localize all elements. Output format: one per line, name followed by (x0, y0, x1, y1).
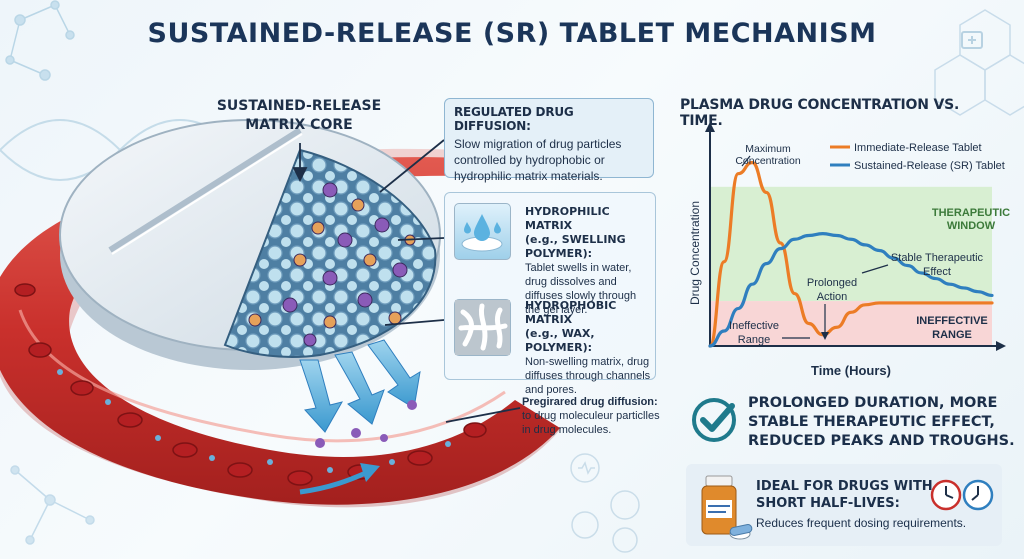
drug-particles-blood (57, 369, 451, 473)
half-life-title: IDEAL FOR DRUGS WITH SHORT HALF-LIVES: (756, 478, 933, 512)
x-axis-arrow (996, 341, 1006, 351)
hydrophilic-matrix-text: HYDROPHILIC MATRIX (e.g., SWELLING POLYM… (525, 205, 653, 317)
summary-block: PROLONGED DURATION, MORE STABLE THERAPEU… (690, 392, 1015, 454)
regulated-diffusion-text: Slow migration of drug particles control… (454, 137, 622, 183)
regulated-diffusion-title: REGULATED DRUG DIFFUSION: (454, 105, 574, 133)
matrix-core-label-line1: SUSTAINED-RELEASE (216, 98, 382, 114)
legend-label-0: Immediate-Release Tablet (854, 142, 982, 154)
hydrophilic-title: HYDROPHILIC MATRIX (525, 205, 610, 232)
annotation-stable-pointer (861, 264, 889, 274)
half-life-box: IDEAL FOR DRUGS WITH SHORT HALF-LIVES: R… (686, 464, 1002, 546)
ineffective-range-label: INEFFECTIVE (916, 315, 988, 327)
annotation-ineffective-1: Ineffective (729, 320, 779, 332)
annotation-max-pointer (741, 155, 751, 167)
y-axis-label: Drug Concentration (688, 201, 702, 305)
half-life-title-line2: SHORT HALF-LIVES: (756, 496, 900, 511)
tablet-illustration (0, 119, 560, 508)
summary-text: PROLONGED DURATION, MORE STABLE THERAPEU… (748, 395, 1015, 449)
molecule-icon (5, 0, 75, 81)
blood-flow-arrow (299, 469, 370, 495)
therapeutic-window-label: THERAPEUTIC (932, 207, 1010, 219)
molecule-icon (10, 465, 95, 545)
series-line-1 (708, 232, 994, 348)
checkmark-icon (692, 398, 736, 442)
medical-kit-icon (961, 31, 983, 49)
porous-matrix-icon (455, 300, 510, 355)
hydrophobic-matrix-text: HYDROPHOBIC MATRIX (e.g., WAX, POLYMER):… (525, 299, 653, 397)
diffusion-note-bold: Pregirared drug diffusion: (522, 396, 658, 408)
annotation-prolonged-arrow (821, 332, 829, 340)
hydrophilic-subtitle: (e.g., SWELLING POLYMER): (525, 233, 626, 260)
x-axis-label: Time (Hours) (811, 363, 891, 378)
region-1 (710, 301, 992, 346)
chart-title: PLASMA DRUG CONCENTRATION VS. TIME. (680, 97, 960, 129)
sr-tablet (59, 119, 441, 370)
annotation-stable-2: Effect (923, 266, 951, 278)
diffusion-note-text: to drug moleculeur particlles in drug mo… (522, 410, 660, 436)
medicine-bottle-icon (701, 475, 753, 540)
series-line-0 (708, 160, 994, 348)
annotation-ineffective-2: Range (738, 334, 770, 346)
hydrophilic-desc: Tablet swells in water, drug dissolves a… (525, 262, 637, 316)
hydrophilic-matrix-image (454, 203, 511, 260)
background-medical-icons (570, 453, 640, 553)
page-title: SUSTAINED-RELEASE (SR) TABLET MECHANISM (147, 18, 877, 49)
hydrophobic-title: HYDROPHOBIC MATRIX (525, 299, 617, 326)
half-life-title-line1: IDEAL FOR DRUGS WITH (756, 479, 933, 494)
annotation-prolonged-1: Prolonged (807, 277, 857, 289)
regulated-diffusion-box: REGULATED DRUG DIFFUSION: Slow migration… (444, 98, 654, 183)
chart-axes: Time (Hours) Drug Concentration (688, 122, 1006, 378)
half-life-desc: Reduces frequent dosing requirements. (756, 516, 967, 530)
annotation-max-1: Maximum (745, 143, 791, 155)
hexagon-pattern (934, 9, 1024, 116)
diffusion-arrows (299, 339, 421, 433)
ineffective-range-label-2: RANGE (932, 329, 972, 341)
hydrophobic-subtitle: (e.g., WAX, POLYMER): (525, 327, 595, 354)
hydrophobic-matrix-image (454, 299, 511, 356)
y-axis-arrow (705, 122, 715, 132)
released-particles (315, 400, 417, 448)
clock-icon (930, 479, 994, 511)
matrix-core-label: SUSTAINED-RELEASE MATRIX CORE (196, 97, 402, 135)
callout-lines (292, 139, 521, 423)
annotation-max-2: Concentration (735, 155, 801, 167)
matrix-types-box: HYDROPHILIC MATRIX (e.g., SWELLING POLYM… (444, 192, 656, 396)
therapeutic-window-label-2: WINDOW (947, 220, 996, 232)
diffusion-note: Pregirared drug diffusion: to drug molec… (522, 395, 662, 437)
matrix-core-label-line2: MATRIX CORE (245, 117, 353, 133)
annotation-prolonged-2: Action (817, 291, 848, 303)
drug-particles-matrix (248, 182, 416, 347)
annotation-stable-1: Stable Therapeutic (891, 252, 984, 264)
hydrophobic-desc: Non-swelling matrix, drug diffuses throu… (525, 356, 651, 396)
water-drop-icon (461, 214, 503, 252)
legend-label-1: Sustained-Release (SR) Tablet (854, 160, 1005, 172)
